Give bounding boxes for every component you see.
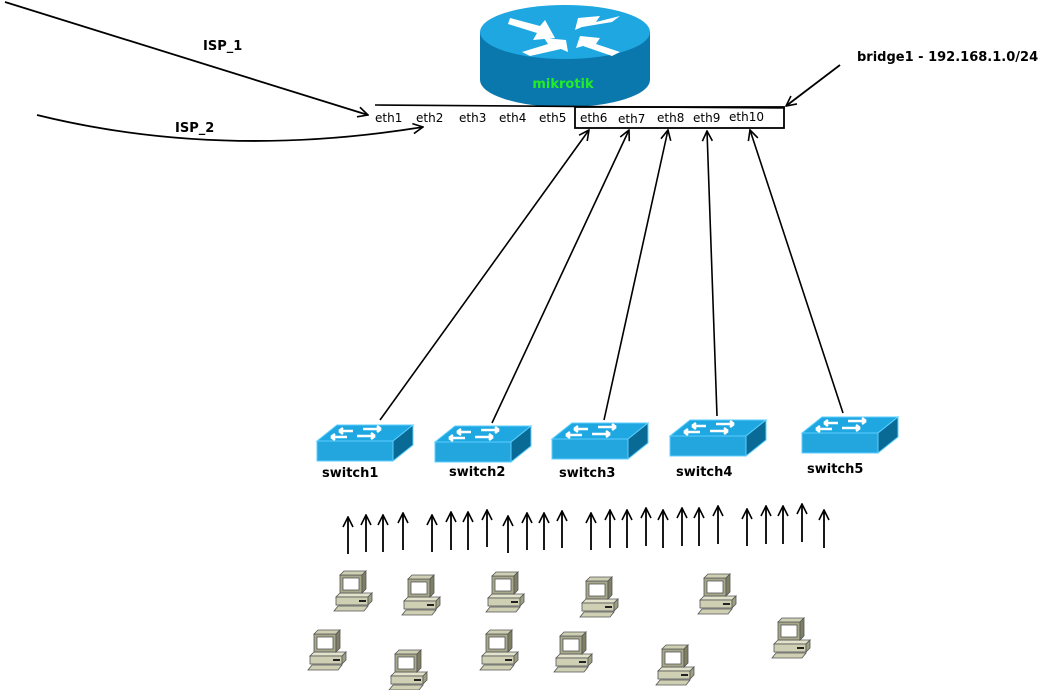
- switch3: switch3: [550, 421, 650, 481]
- computer-icon: [485, 571, 525, 613]
- router-arrows-icon: [508, 16, 620, 56]
- isp1-link: [4, 1, 368, 115]
- switch3-label: switch3: [559, 466, 615, 481]
- uplink-switch5: [750, 130, 844, 414]
- isp2-link: [36, 114, 423, 142]
- switch1: switch1: [315, 423, 415, 481]
- port-eth2: eth2: [416, 111, 443, 125]
- switch-icon: [550, 421, 650, 461]
- switch-icon: [668, 418, 768, 458]
- computer-icon: [771, 617, 811, 659]
- switch5-label: switch5: [807, 462, 863, 477]
- computer-icon: [401, 574, 441, 616]
- port-eth7: eth7: [618, 112, 645, 126]
- switch1-label: switch1: [322, 466, 378, 481]
- bridge-label: bridge1 - 192.168.1.0/24: [857, 50, 1038, 65]
- port-eth6: eth6: [580, 111, 607, 125]
- port-eth4: eth4: [499, 111, 526, 125]
- uplink-switch3: [603, 130, 668, 421]
- switch2-label: switch2: [449, 465, 505, 480]
- port-eth1: eth1: [375, 111, 402, 125]
- switch2: switch2: [433, 424, 533, 480]
- computer-icon: [333, 570, 373, 612]
- computer-icon: [579, 576, 619, 618]
- port-eth5: eth5: [539, 111, 566, 125]
- uplink-switch4: [707, 131, 718, 417]
- computer-icon: [553, 631, 593, 673]
- client-arrows: [348, 504, 824, 554]
- port-eth3: eth3: [459, 111, 486, 125]
- port-eth10: eth10: [729, 110, 764, 124]
- port-eth9: eth9: [693, 111, 720, 125]
- client-computers: [307, 570, 811, 690]
- bridge-box: [574, 106, 785, 129]
- switch-icon: [800, 415, 900, 455]
- switch5: switch5: [800, 415, 900, 477]
- uplink-switch2: [491, 130, 629, 424]
- computer-icon: [479, 629, 519, 671]
- isp2-label: ISP_2: [175, 121, 214, 136]
- computer-icon: [697, 573, 737, 615]
- router-label: mikrotik: [532, 77, 594, 92]
- router-mikrotik: mikrotik: [480, 5, 650, 107]
- bridge-pointer: [786, 64, 841, 106]
- isp1-label: ISP_1: [203, 39, 242, 54]
- computer-icon: [388, 649, 428, 690]
- switch-icon: [433, 424, 533, 464]
- uplink-switch1: [379, 130, 589, 421]
- port-eth8: eth8: [657, 111, 684, 125]
- computer-icon: [655, 644, 695, 686]
- switch-icon: [315, 423, 415, 463]
- switch4: switch4: [668, 418, 768, 480]
- computer-icon: [307, 629, 347, 671]
- switch4-label: switch4: [676, 465, 732, 480]
